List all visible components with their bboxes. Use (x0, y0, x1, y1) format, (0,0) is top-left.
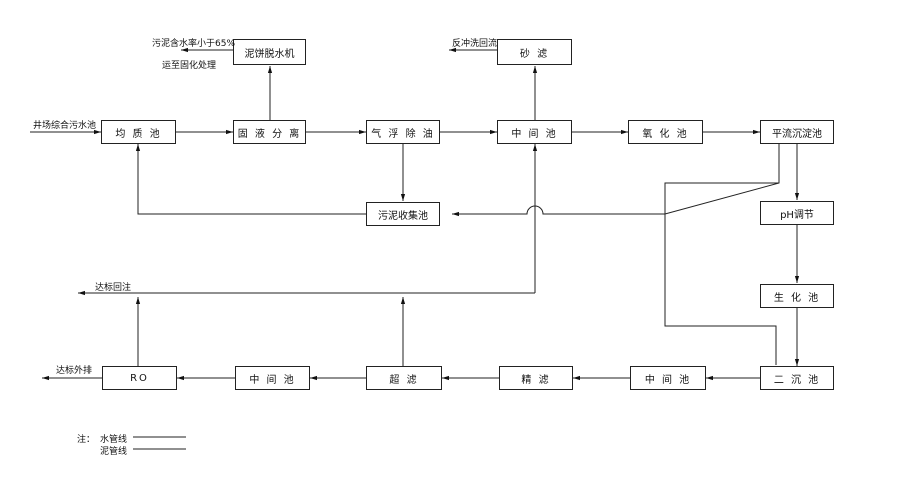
node-shc: 生 化 池 (760, 284, 834, 308)
legend-sludge-label: 泥管线 (100, 447, 128, 457)
node-pnny: 平流沉淀池 (760, 120, 834, 144)
node-zjc2: 中 间 池 (630, 366, 706, 390)
label-inlet: 井场综合污水池 (33, 121, 97, 131)
label-sludge-water: 污泥含水率小于65% (152, 39, 236, 49)
label-backwash: 反冲洗回流 (452, 39, 498, 49)
node-ec: 二 沉 池 (760, 366, 834, 390)
legend-note: 注： (77, 435, 96, 445)
node-xlfl: 固 液 分 离 (233, 120, 306, 144)
label-discharge: 达标外排 (56, 366, 93, 376)
node-zjc3: 中 间 池 (235, 366, 310, 390)
flow-pnny-wnsj (452, 144, 780, 217)
node-wnsj: 污泥收集池 (366, 202, 440, 226)
node-wnts: 泥饼脱水机 (233, 39, 306, 65)
node-qfcy: 气 浮 除 油 (366, 120, 440, 144)
node-zjc1: 中 间 池 (497, 120, 572, 144)
node-sl: 砂 滤 (497, 39, 572, 65)
node-yh: 氧 化 池 (628, 120, 703, 144)
flow-ec-return (664, 182, 779, 365)
node-jyc: 均 质 池 (101, 120, 176, 144)
node-ptj: pH调节 (760, 201, 834, 225)
label-reinject: 达标回注 (95, 283, 132, 293)
node-jl: 精 滤 (499, 366, 573, 390)
node-ro: RO (102, 366, 177, 390)
legend-water-label: 水管线 (100, 435, 128, 445)
node-cl: 超 滤 (366, 366, 442, 390)
flow-wnsj-jyc (135, 144, 366, 215)
label-sludge-dispose: 运至固化处理 (162, 61, 217, 71)
